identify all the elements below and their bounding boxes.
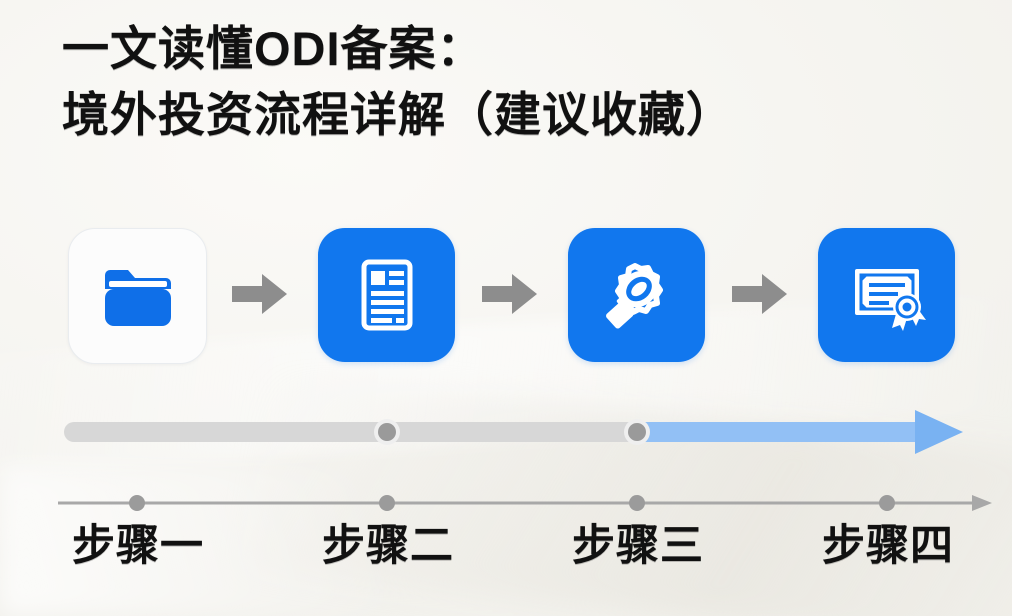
timeline-axis: [0, 486, 1012, 522]
step-label-3: 步骤三: [572, 522, 704, 570]
arrow-right-icon-1: [232, 274, 287, 314]
step-labels-row: 步骤一 步骤二 步骤三 步骤四: [0, 516, 1012, 586]
progress-bar[interactable]: [0, 404, 1012, 460]
process-icon-row: [0, 222, 1012, 370]
page-title: 一文读懂ODI备案： 境外投资流程详解（建议收藏）: [62, 16, 962, 148]
progress-handle-step2: [374, 419, 400, 445]
stamp-seal-icon: [605, 263, 663, 329]
document-icon: [361, 259, 412, 331]
certificate-icon: [854, 269, 926, 331]
arrow-right-icon-timeline: [972, 495, 992, 511]
step-card-4[interactable]: [818, 228, 955, 362]
timeline-dot-1: [129, 495, 145, 511]
timeline-dot-3: [629, 495, 645, 511]
step-label-2: 步骤二: [322, 522, 454, 570]
title-line-2: 境外投资流程详解（建议收藏）: [62, 88, 734, 141]
step-label-1: 步骤一: [72, 522, 204, 570]
title-line-1: 一文读懂ODI备案：: [62, 22, 485, 75]
progress-bar-graphic[interactable]: [0, 404, 1012, 460]
timeline-graphic: [58, 495, 992, 511]
folder-icon: [104, 270, 171, 326]
timeline-dot-4: [879, 495, 895, 511]
step-card-2[interactable]: [318, 228, 455, 362]
arrow-right-icon-2: [482, 274, 537, 314]
step-card-1[interactable]: [68, 228, 207, 364]
arrow-right-icon-3: [732, 274, 787, 314]
step-card-3[interactable]: [568, 228, 705, 362]
timeline-dot-2: [379, 495, 395, 511]
step-label-4: 步骤四: [822, 522, 954, 570]
progress-handle-step3: [624, 419, 650, 445]
